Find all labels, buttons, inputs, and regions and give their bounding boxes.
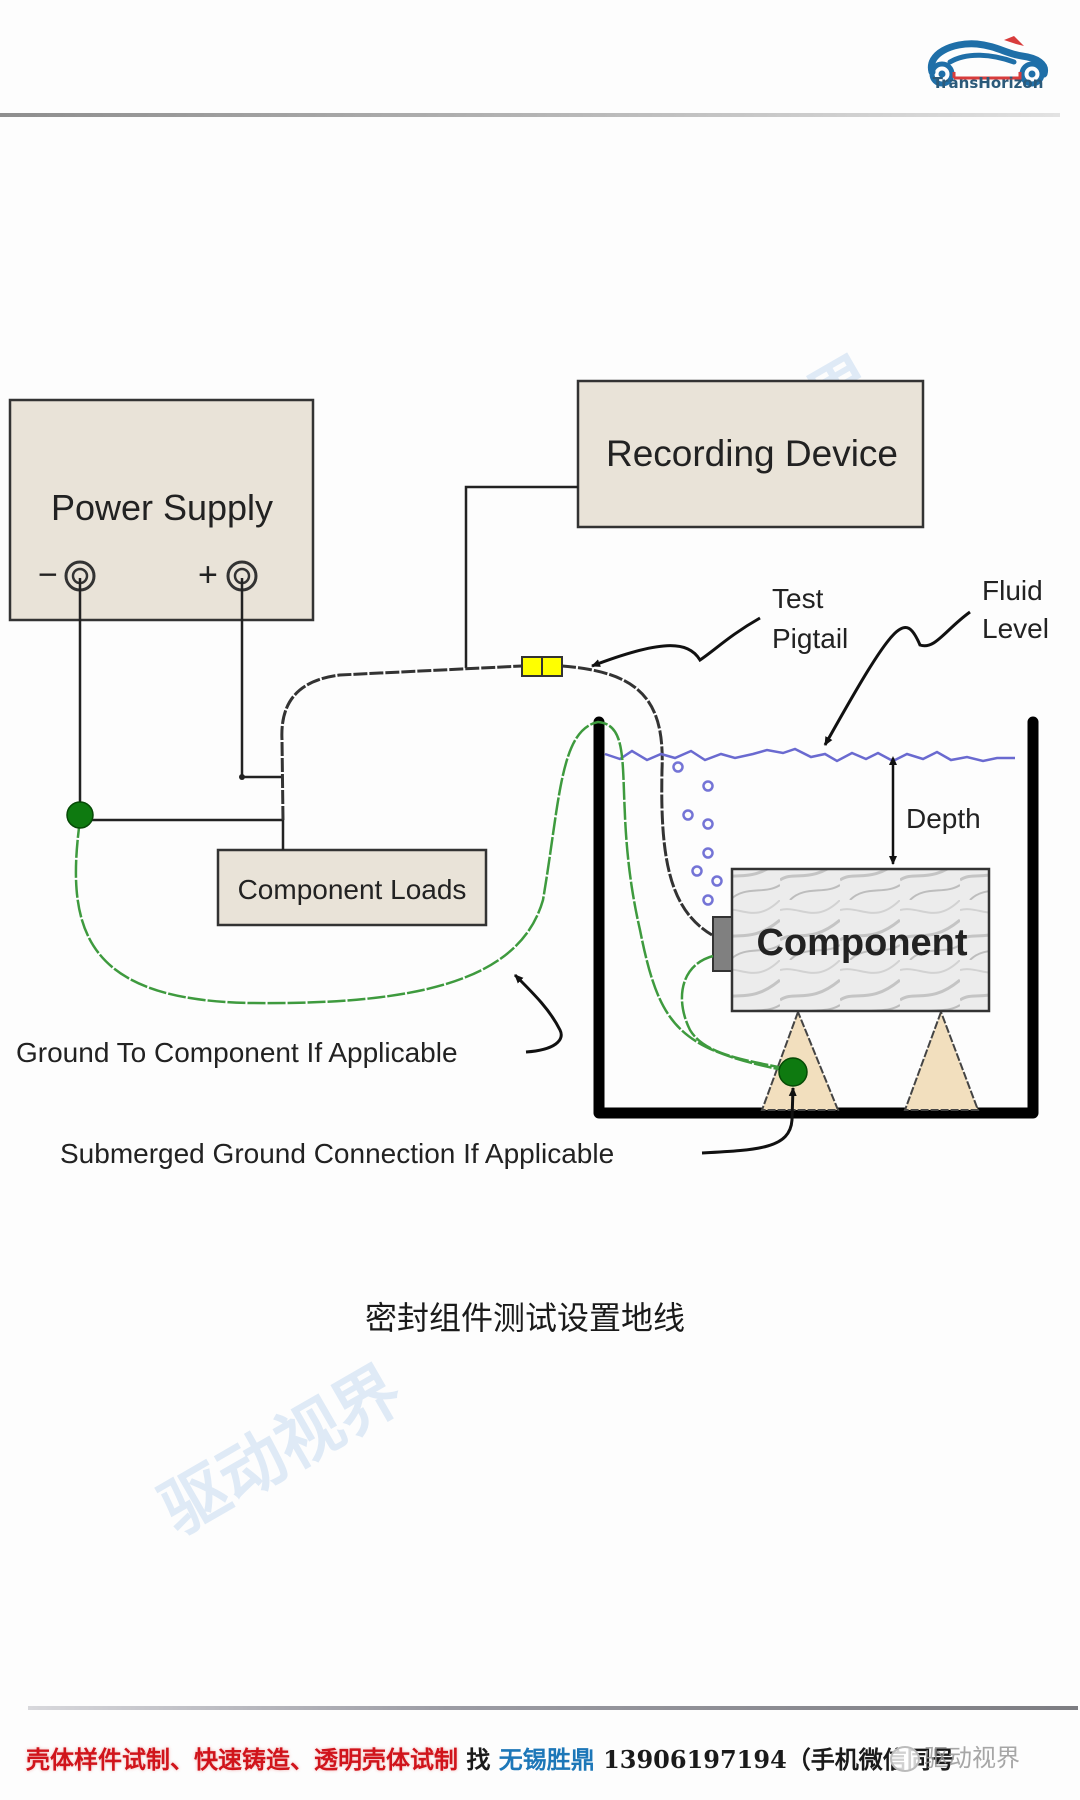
transhorizon-logo-icon xyxy=(927,36,1048,87)
ground-wires xyxy=(74,720,794,1074)
bubbles-icon xyxy=(672,761,723,906)
plus-sign: + xyxy=(198,556,218,594)
test-pigtail-label-line2: Pigtail xyxy=(772,623,848,654)
component-label: Component xyxy=(756,922,967,964)
recording-device-label: Recording Device xyxy=(606,433,898,474)
water-surface xyxy=(604,747,1015,763)
wechat-account-name: 驱动视界 xyxy=(924,1744,1020,1772)
power-supply: Power Supply − + xyxy=(8,398,315,622)
component-ground-wire xyxy=(680,954,794,1072)
recording-wire xyxy=(464,485,578,668)
component: Component xyxy=(712,867,991,1013)
recording-device: Recording Device xyxy=(576,379,925,529)
submerged-ground-node-icon xyxy=(778,1057,808,1087)
depth-label: Depth xyxy=(906,803,981,834)
submerged-ground-arrow xyxy=(701,1087,797,1155)
pigtail-connector-icon xyxy=(521,656,563,677)
wechat-watermark: 驱动视界 xyxy=(890,1738,1020,1773)
watermark-bottom: 驱动视界 xyxy=(147,1350,415,1550)
minus-sign: − xyxy=(38,556,58,594)
power-supply-label: Power Supply xyxy=(51,487,273,528)
power-supply-box xyxy=(8,398,315,622)
ground-to-component-label: Ground To Component If Applicable xyxy=(16,1037,458,1068)
wechat-icon xyxy=(890,1746,920,1772)
ground-to-component-wire xyxy=(74,720,794,1074)
footer-services: 壳体样件试制、快速铸造、透明壳体试制 xyxy=(26,1745,458,1774)
footer-company: 无锡胜鼎 xyxy=(498,1745,595,1774)
logo-text: TransHorizon xyxy=(932,74,1044,92)
footer-divider xyxy=(28,1706,1078,1710)
component-loads: Component Loads xyxy=(216,848,488,927)
fluid-level-arrow xyxy=(823,610,971,746)
test-pigtail-label-line1: Test xyxy=(772,583,824,614)
fluid-level-label-line1: Fluid xyxy=(982,575,1043,606)
component-loads-box xyxy=(216,848,488,927)
test-pigtail-arrow xyxy=(591,616,761,668)
ground-node-icon xyxy=(66,801,94,829)
submerged-ground-label: Submerged Ground Connection If Applicabl… xyxy=(60,1138,614,1169)
test-setup-diagram: Power Supply − + Recording Device Compon… xyxy=(8,379,1049,1169)
component-connector xyxy=(712,916,733,972)
component-box xyxy=(730,867,991,1013)
fluid-level-label-line2: Level xyxy=(982,613,1049,644)
figure-caption: 密封组件测试设置地线 xyxy=(364,1299,685,1337)
footer-find: 找 xyxy=(458,1745,499,1774)
fluid-tank xyxy=(593,716,1039,1119)
component-loads-label: Component Loads xyxy=(238,874,467,905)
test-pigtail-cable xyxy=(561,664,713,937)
ground-to-component-arrow xyxy=(513,973,563,1054)
recording-device-box xyxy=(576,379,925,529)
right-support xyxy=(903,1009,980,1111)
harness-cable xyxy=(280,664,523,821)
header-divider xyxy=(0,113,1060,117)
